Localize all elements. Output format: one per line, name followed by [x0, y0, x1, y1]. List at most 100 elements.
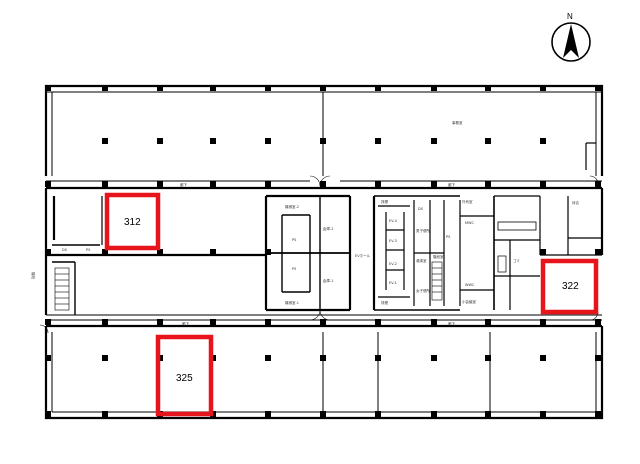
north-arrow-icon: N: [551, 12, 591, 62]
column: [375, 85, 381, 91]
column: [375, 181, 381, 187]
room-325-label: 325: [176, 373, 193, 384]
label-waiting: 待合: [572, 200, 580, 205]
column: [431, 85, 437, 91]
label-ds: DS: [418, 207, 424, 211]
column: [265, 138, 271, 144]
column: [595, 355, 601, 361]
column: [265, 319, 271, 325]
column: [540, 138, 546, 144]
column: [595, 319, 601, 325]
column: [265, 181, 271, 187]
room-325-box[interactable]: [155, 334, 214, 417]
label-corridor-north-left: 廊下: [180, 182, 187, 187]
room-322-label: 322: [562, 281, 579, 292]
room-labels: 事務室 廊下 廊下 廊下 廊下 機械室-2 機械室-1 倉庫-2 倉庫-1 PS…: [31, 120, 580, 326]
column: [157, 85, 163, 91]
column: [375, 411, 381, 417]
column: [157, 319, 163, 325]
column: [45, 319, 51, 325]
column: [102, 138, 108, 144]
column: [375, 355, 381, 361]
column: [375, 138, 381, 144]
column: [485, 411, 491, 417]
column: [320, 355, 326, 361]
column: [320, 138, 326, 144]
column: [320, 181, 326, 187]
label-gomi: ゴミ: [513, 258, 520, 263]
partitions: [46, 92, 602, 412]
label-storage-b: 倉庫-1: [323, 278, 334, 283]
label-ev4: EV-4: [389, 219, 398, 223]
column: [485, 138, 491, 144]
column: [45, 355, 51, 361]
column: [102, 249, 108, 255]
label-ds-left: DS: [62, 248, 68, 252]
label-smoke-top: 排煙: [381, 199, 389, 204]
column: [157, 249, 163, 255]
label-shaft: 外気室: [462, 199, 473, 204]
column: [210, 249, 216, 255]
column: [485, 319, 491, 325]
column: [265, 249, 271, 255]
building-outline: [44, 84, 604, 420]
column: [102, 181, 108, 187]
column: [157, 138, 163, 144]
column: [210, 138, 216, 144]
label-mwc: MWC: [465, 221, 474, 225]
column: [485, 181, 491, 187]
compass-label: N: [567, 12, 573, 21]
column: [210, 181, 216, 187]
label-wc-f: 女子便所: [416, 288, 430, 293]
label-ps-left: PS: [86, 248, 91, 252]
column: [45, 411, 51, 417]
column: [102, 319, 108, 325]
label-wc-m: 男子便所: [416, 228, 430, 233]
room-322-box[interactable]: [540, 258, 599, 315]
column: [431, 138, 437, 144]
column: [320, 85, 326, 91]
column: [540, 249, 546, 255]
label-stair: 階段室: [433, 254, 444, 259]
label-ps-b: PS: [292, 267, 297, 271]
label-tea: 湯沸室: [416, 258, 427, 263]
column: [540, 319, 546, 325]
column: [320, 411, 326, 417]
label-ev1: EV-1: [389, 281, 397, 285]
label-corridor-north-right: 廊下: [448, 182, 456, 187]
label-machine-room-a: 機械室-2: [285, 204, 299, 209]
label-corridor-south-left: 廊下: [182, 321, 189, 326]
label-wwc: WWC: [465, 283, 475, 287]
column: [102, 85, 108, 91]
column: [485, 355, 491, 361]
column: [210, 319, 216, 325]
label-ev2: EV-2: [389, 262, 397, 266]
column: [102, 411, 108, 417]
meeting-table: [497, 221, 537, 273]
label-office-top: 事務室: [452, 120, 463, 125]
label-corridor-south-right: 廊下: [448, 321, 456, 326]
room-312-label: 312: [124, 217, 141, 228]
label-ps-core: PS: [446, 235, 451, 239]
column: [210, 85, 216, 91]
column: [265, 355, 271, 361]
column: [540, 85, 546, 91]
column: [45, 181, 51, 187]
column: [102, 355, 108, 361]
room-312-box[interactable]: [104, 192, 161, 251]
highlighted-rooms: 312 322 325: [104, 192, 599, 417]
column: [431, 319, 437, 325]
label-smoke-bottom: 排煙: [381, 300, 389, 305]
column: [485, 85, 491, 91]
left-stairs: [54, 267, 70, 311]
column: [45, 85, 51, 91]
column: [595, 411, 601, 417]
column: [540, 355, 546, 361]
label-ps-a: PS: [292, 238, 297, 242]
column: [595, 85, 601, 91]
label-small-hall: 小会議室: [462, 299, 476, 304]
column: [431, 411, 437, 417]
column: [595, 249, 601, 255]
column: [431, 355, 437, 361]
